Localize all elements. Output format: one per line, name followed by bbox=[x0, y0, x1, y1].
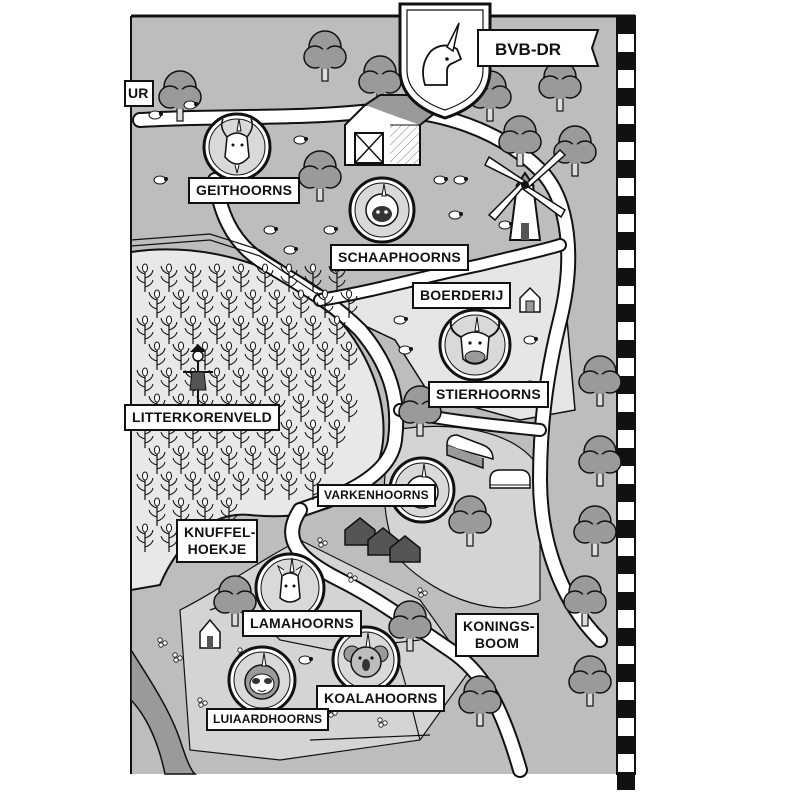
label-boerderij: BOERDERIJ bbox=[412, 282, 512, 309]
glitterkorenveld-text: LITTERKORENVELD bbox=[132, 409, 272, 425]
scarecrow-icon bbox=[183, 344, 213, 405]
border-check bbox=[617, 52, 635, 70]
border-check bbox=[617, 700, 635, 718]
border-check bbox=[617, 412, 635, 430]
label-geithoorns: GEITHOORNS bbox=[188, 177, 301, 204]
unicorn-head-crest-icon bbox=[422, 22, 463, 86]
greenhouse-icon bbox=[446, 434, 531, 489]
label-knuffelhoekje: KNUFFEL- HOEKJE bbox=[176, 519, 258, 563]
varkenhoorns-text: VARKENHOORNS bbox=[324, 488, 429, 502]
lamahoorns-text: LAMAHOORNS bbox=[250, 615, 354, 631]
label-lamahoorns: LAMAHOORNS bbox=[242, 610, 362, 637]
sheep-medallion bbox=[348, 176, 416, 244]
map-border-right bbox=[616, 15, 636, 790]
border-check bbox=[617, 232, 635, 250]
koala-unicorn-icon bbox=[343, 632, 389, 678]
label-varkenhoorns: VARKENHOORNS bbox=[317, 484, 436, 507]
border-check bbox=[617, 340, 635, 358]
border-check bbox=[617, 664, 635, 682]
windmill-icon bbox=[483, 148, 567, 241]
schaaphoorns-text: SCHAAPHOORNS bbox=[338, 249, 461, 265]
sloth-medallion bbox=[227, 645, 297, 715]
border-check bbox=[617, 16, 635, 34]
border-check bbox=[617, 88, 635, 106]
llama-medallion bbox=[254, 552, 326, 624]
stream bbox=[130, 647, 198, 775]
bull-unicorn-icon bbox=[449, 316, 501, 365]
label-schaaphoorns: SCHAAPHOORNS bbox=[330, 244, 469, 271]
border-check bbox=[617, 520, 635, 538]
sloth-unicorn-icon bbox=[244, 652, 280, 700]
label-koningsboom: KONINGS- BOOM bbox=[455, 613, 539, 657]
crest-text: BVB-DR bbox=[495, 40, 561, 59]
label-cut-text: UR bbox=[128, 85, 149, 101]
luiaardhoorns-text: LUIAARDHOORNS bbox=[213, 712, 323, 726]
border-check bbox=[617, 484, 635, 502]
boerderij-text: BOERDERIJ bbox=[420, 287, 504, 303]
label-glitterkorenveld: LITTERKORENVELD bbox=[124, 404, 280, 431]
pig-huts bbox=[344, 517, 421, 563]
goat-unicorn-icon bbox=[220, 118, 254, 174]
label-cut-top-left: UR bbox=[124, 80, 154, 107]
goat-medallion bbox=[202, 112, 272, 182]
border-check bbox=[617, 160, 635, 178]
sheep-unicorn-icon bbox=[365, 183, 399, 227]
knuffelhoekje-line1: KNUFFEL- bbox=[184, 524, 256, 540]
koningsboom-line2: BOOM bbox=[474, 635, 520, 651]
border-check bbox=[617, 556, 635, 574]
border-check bbox=[617, 196, 635, 214]
label-stierhoorns: STIERHOORNS bbox=[428, 381, 549, 408]
border-check bbox=[617, 772, 635, 790]
label-luiaardhoorns: LUIAARDHOORNS bbox=[206, 708, 330, 731]
border-check bbox=[617, 592, 635, 610]
border-check bbox=[617, 268, 635, 286]
bull-medallion bbox=[438, 308, 512, 382]
stierhoorns-text: STIERHOORNS bbox=[436, 386, 541, 402]
border-check bbox=[617, 304, 635, 322]
knuffelhoekje-line2: HOEKJE bbox=[187, 541, 247, 557]
cottage-icon bbox=[199, 618, 221, 649]
koningsboom-line1: KONINGS- bbox=[463, 618, 535, 634]
shed-icon bbox=[519, 286, 541, 313]
crest: BVB-DR bbox=[398, 2, 600, 120]
border-check bbox=[617, 628, 635, 646]
border-check bbox=[617, 736, 635, 754]
llama-unicorn-icon bbox=[276, 557, 304, 603]
geithoorns-text: GEITHOORNS bbox=[196, 182, 293, 198]
border-check bbox=[617, 124, 635, 142]
koalahoorns-text: KOALAHOORNS bbox=[324, 690, 438, 706]
label-koalahoorns: KOALAHOORNS bbox=[316, 685, 446, 712]
